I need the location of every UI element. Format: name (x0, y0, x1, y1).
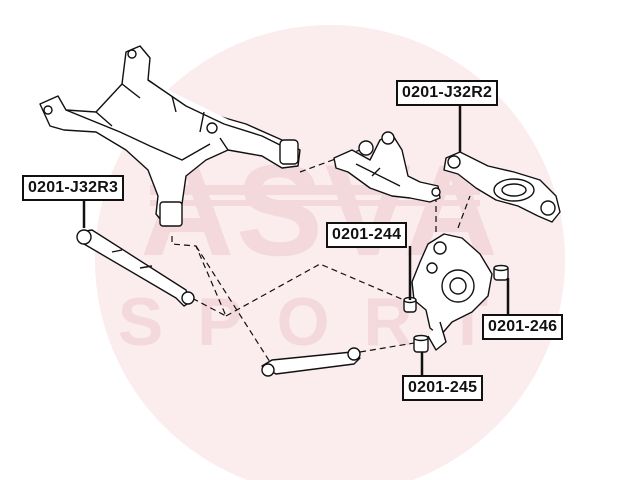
toe-link-rod (261, 351, 361, 375)
part-label-0201-j32r3: 0201-J32R3 (22, 175, 125, 201)
lower-arm-bushing (540, 200, 556, 216)
subframe-rail (65, 109, 211, 161)
knuckle-bore (433, 241, 447, 255)
subframe-rib (95, 83, 229, 151)
lateral-link (76, 229, 195, 307)
knuckle-arm (427, 321, 447, 351)
lower-control-arm (443, 151, 561, 223)
subframe-mount-hole (43, 105, 53, 115)
upper-arm-rib (355, 163, 401, 187)
upper-arm-body (333, 133, 441, 203)
toe-link-bushing (261, 363, 275, 377)
subframe-mount (279, 139, 299, 165)
toe-link (261, 347, 361, 377)
leader-lines (82, 105, 510, 376)
toe-link-bushing (347, 347, 361, 361)
upper-arm-bushing (381, 131, 395, 145)
part-label-0201-246: 0201-246 (482, 314, 564, 340)
dashed-line (195, 245, 271, 363)
knuckle-hub-inner (449, 277, 467, 295)
lower-arm-bushing (447, 155, 461, 169)
part-label-0201-j32r2: 0201-J32R2 (396, 80, 499, 106)
part-label-0201-244: 0201-244 (326, 222, 408, 248)
bushing-245-top (413, 334, 429, 342)
upper-arm-bushing (358, 140, 374, 156)
bushing-246-top (493, 264, 509, 272)
lateral-link-rib (111, 249, 153, 269)
upper-arm-balljoint (431, 187, 441, 197)
lateral-link-bushing (181, 291, 195, 305)
subframe-mount-hole (206, 122, 218, 134)
dashed-line (359, 341, 421, 353)
part-label-0201-245: 0201-245 (402, 375, 484, 401)
subframe-bushing (159, 201, 183, 227)
subframe-mount-hole (127, 49, 137, 59)
bushings (403, 264, 509, 353)
upper-control-arm (333, 131, 441, 203)
lower-arm-spring-seat-inner (501, 183, 527, 197)
rear-knuckle (411, 233, 493, 351)
dashed-line (457, 195, 471, 229)
watermark-band (150, 185, 480, 195)
subframe-rail (147, 79, 291, 151)
watermark-band (150, 200, 480, 206)
lateral-link-bushing (76, 229, 92, 245)
rear-subframe (39, 45, 301, 227)
dashed-line (225, 263, 405, 317)
knuckle-bore (426, 262, 438, 274)
